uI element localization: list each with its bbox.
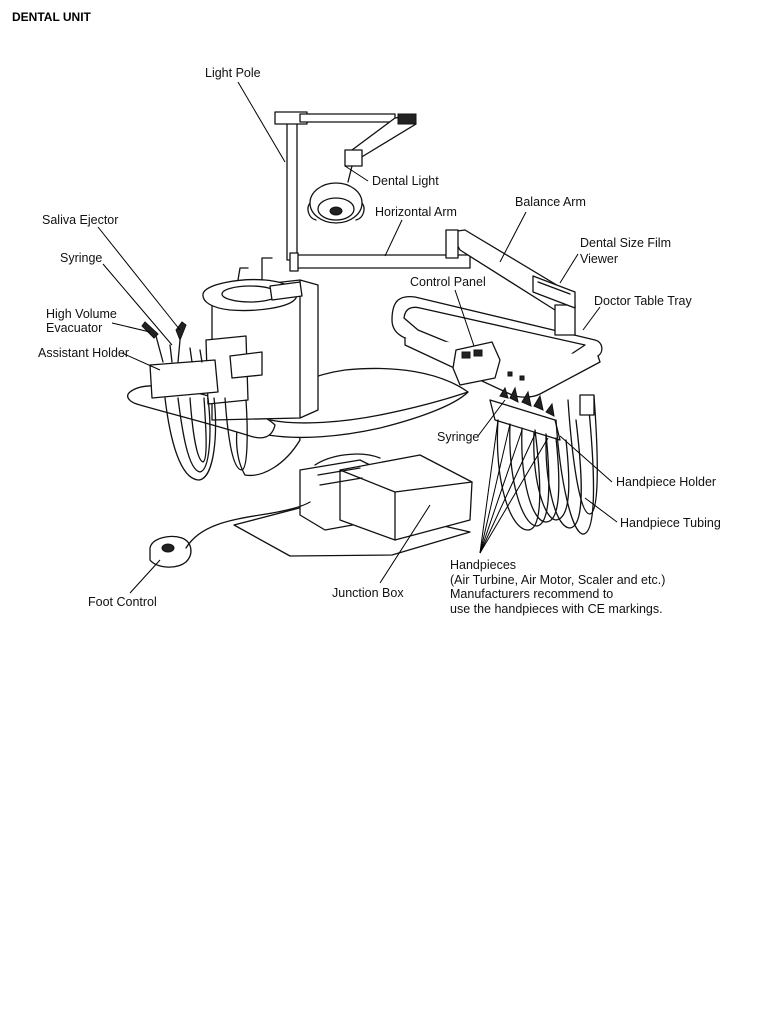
handpiece-holder-bar: [489, 399, 561, 441]
hve-tip: [141, 321, 159, 339]
label-horizontal-arm: Horizontal Arm: [375, 205, 457, 219]
label-hve-line1: High Volume: [46, 307, 117, 321]
label-hve-line2: Evacuator: [46, 321, 102, 335]
label-syringe-left: Syringe: [60, 251, 102, 265]
page-title: DENTAL UNIT: [12, 10, 91, 24]
label-handpieces-line4: use the handpieces with CE markings.: [450, 602, 663, 616]
horizontal-arm-bar: [292, 254, 471, 269]
label-handpiece-tubing: Handpiece Tubing: [620, 516, 721, 530]
label-handpiece-holder: Handpiece Holder: [616, 475, 716, 489]
label-film-viewer-line2: Viewer: [580, 252, 618, 266]
label-light-pole: Light Pole: [205, 66, 261, 80]
label-assistant-holder: Assistant Holder: [38, 346, 129, 360]
callout-labels: Light Pole Dental Light Horizontal Arm B…: [38, 66, 721, 616]
saliva-ejector-tip: [175, 321, 187, 342]
label-junction-box: Junction Box: [332, 586, 404, 600]
light-pole: [286, 121, 298, 261]
label-handpieces-line1: Handpieces: [450, 558, 516, 572]
label-balance-arm: Balance Arm: [515, 195, 586, 209]
chair-base-box: [339, 454, 473, 541]
assistant-holder-body: [149, 359, 219, 399]
label-film-viewer-line1: Dental Size Film: [580, 236, 671, 250]
label-doctor-tray: Doctor Table Tray: [594, 294, 692, 308]
label-foot-control: Foot Control: [88, 595, 157, 609]
light-upper-arm: [299, 113, 396, 123]
label-handpieces-line3: Manufacturers recommend to: [450, 587, 613, 601]
control-panel-box: [452, 341, 501, 386]
label-syringe-right: Syringe: [437, 430, 479, 444]
foot-control-cable: [185, 501, 311, 549]
leader-lines: [97, 81, 618, 594]
label-dental-light: Dental Light: [372, 174, 439, 188]
assistant-tubing: [164, 397, 217, 481]
label-saliva-ejector: Saliva Ejector: [42, 213, 118, 227]
label-control-panel: Control Panel: [410, 275, 486, 289]
dental-unit-illustration: [127, 111, 603, 568]
label-handpieces-line2: (Air Turbine, Air Motor, Scaler and etc.…: [450, 573, 665, 587]
